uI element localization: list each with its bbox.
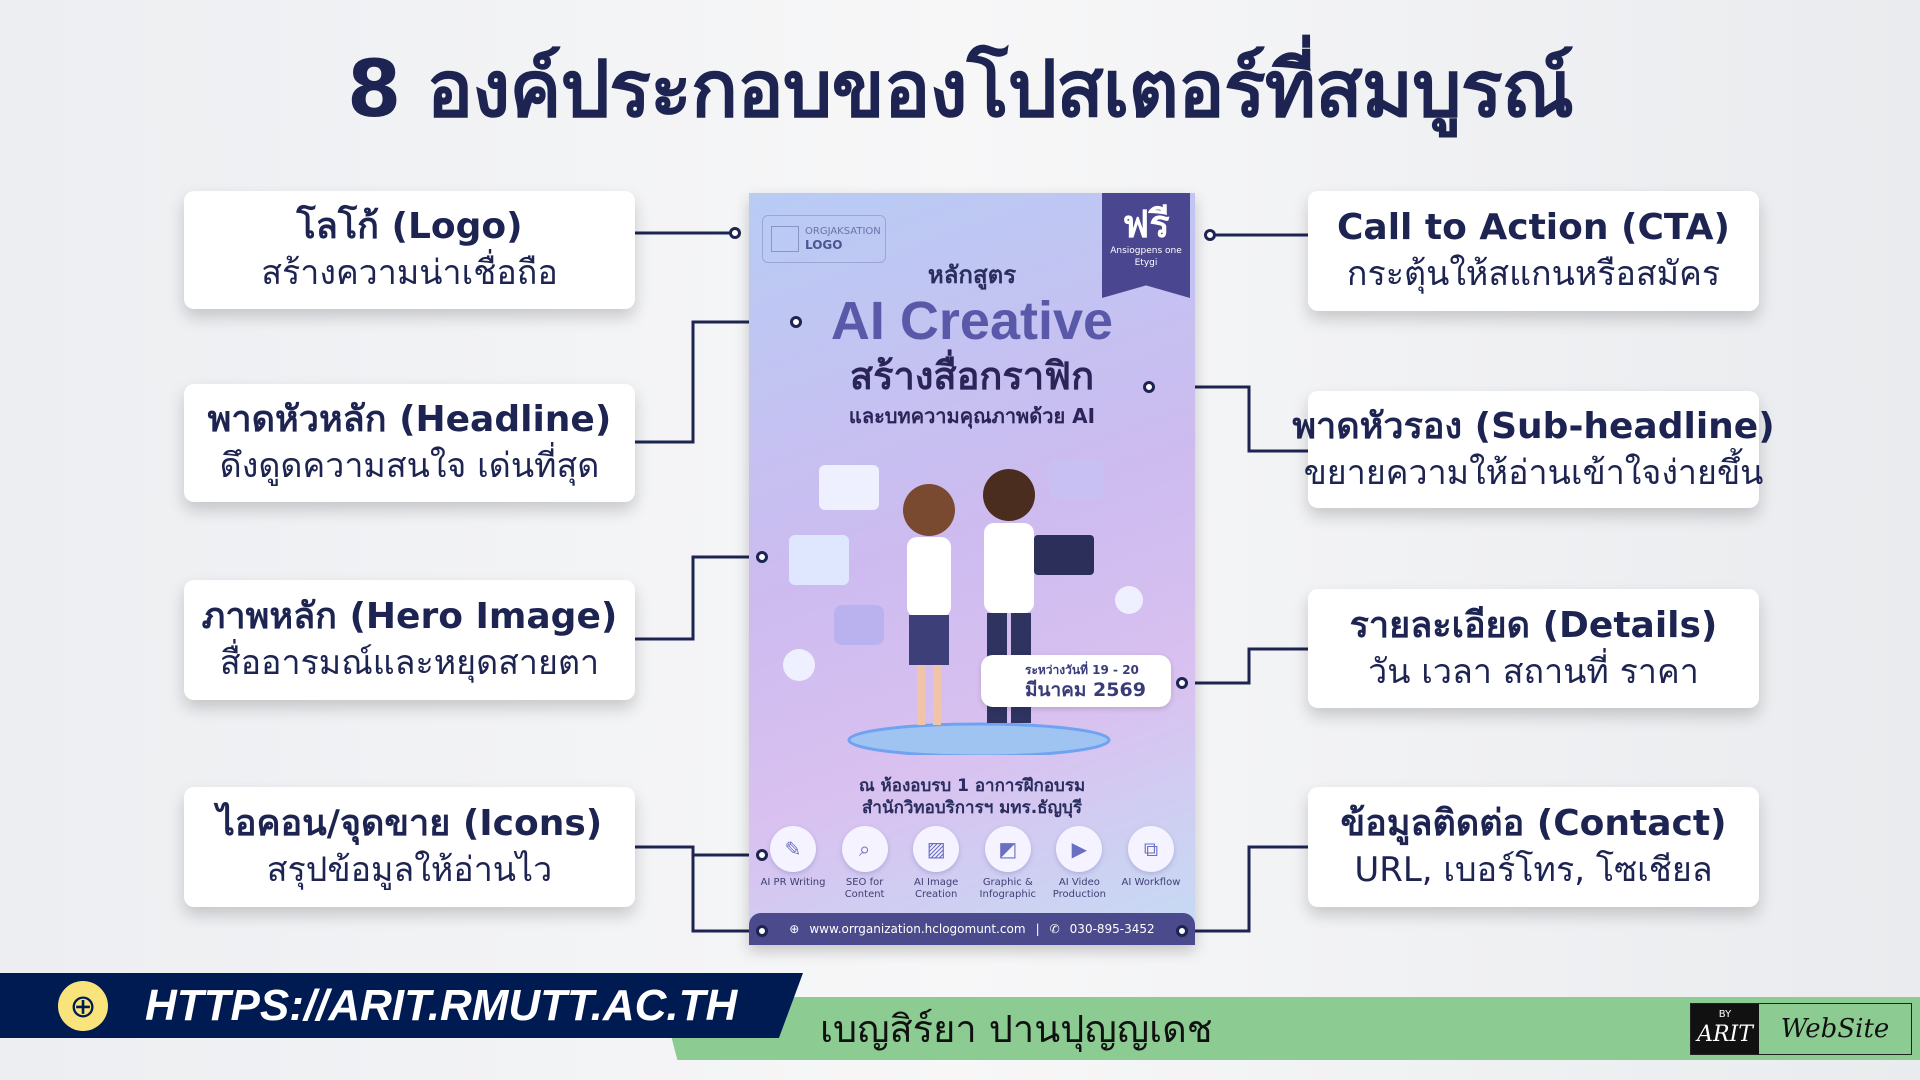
- poster-icon-item: ⧉ AI Workflow: [1117, 826, 1185, 901]
- poster-venue: ณ ห้องอบรบ 1 อาการฝึกอบรมสำนักวิทอบริการ…: [749, 775, 1195, 819]
- card-sub: สื่ออารมณ์และหยุดสายตา: [219, 643, 600, 683]
- card-subheadline: พาดหัวรอง (Sub-headline) ขยายความให้อ่าน…: [1292, 391, 1775, 508]
- icon-label: SEO for Content: [844, 877, 885, 900]
- card-contact: ข้อมูลติดต่อ (Contact) URL, เบอร์โทร, โซ…: [1308, 787, 1759, 907]
- image-icon: ▨: [913, 826, 960, 872]
- poster-icon-item: ✎ AI PR Writing: [759, 826, 827, 901]
- brand-arit: ARIT: [1697, 1022, 1753, 1047]
- poster-icon-row: ✎ AI PR Writing ⌕ SEO for Content ▨ AI Imag…: [759, 826, 1185, 901]
- card-hero-image: ภาพหลัก (Hero Image) สื่ออารมณ์และหยุดสา…: [184, 580, 635, 700]
- connector-headline: [634, 320, 796, 444]
- workflow-icon: ⧉: [1127, 826, 1174, 872]
- card-heading: ไอคอน/จุดขาย (Icons): [216, 803, 603, 844]
- card-details: รายละเอียด (Details) วัน เวลา สถานที่ รา…: [1308, 589, 1759, 708]
- chart-card: [819, 465, 879, 510]
- icon-label: AI Workflow: [1121, 877, 1181, 888]
- poster-headline: AI Creative: [830, 291, 1114, 351]
- code-bubble: [834, 605, 884, 645]
- date-line2: มีนาคม 2569: [1025, 679, 1146, 701]
- poster-headline2: สร้างสื่อกราฟิก: [849, 354, 1095, 398]
- connector-details: [1182, 647, 1308, 685]
- woman-skirt: [909, 615, 949, 665]
- connector-subheadline: [1149, 385, 1308, 453]
- woman-body: [907, 537, 951, 617]
- globe-icon: ⊕: [58, 981, 108, 1031]
- icon-label: AI Video Production: [1052, 877, 1106, 900]
- card-cta: Call to Action (CTA) กระตุ้นให้สแกนหรือส…: [1308, 191, 1759, 311]
- poster-phone: 030-895-3452: [1069, 922, 1155, 936]
- card-heading: พาดหัวหลัก (Headline): [207, 399, 612, 440]
- poster-icon-item: ⌕ SEO for Content: [831, 826, 899, 901]
- poster-website: www.orrganization.hclogomunt.com: [809, 922, 1026, 936]
- document-pen-icon: ✎: [770, 826, 816, 872]
- poster-subheadline: และบทความคุณภาพด้วย AI: [848, 404, 1096, 428]
- date-line1: ระหว่างวันที่ 19 - 20: [1025, 663, 1139, 677]
- magnifier-icon: ⌕: [841, 826, 888, 872]
- poster-icon-item: ▨ AI Image Creation: [902, 826, 970, 901]
- ribbon-text: ฟรี: [1122, 202, 1170, 246]
- venue-line2: สำนักวิทอบริการฯ มทร.ธัญบุรี: [862, 798, 1082, 818]
- divider: |: [1035, 922, 1040, 936]
- arit-website-logo: BY ARIT WebSite: [1690, 1003, 1912, 1055]
- connector-hero: [634, 555, 762, 641]
- card-headline: พาดหัวหลัก (Headline) ดึงดูดความสนใจ เด่…: [184, 384, 635, 502]
- poster-kicker: หลักสูตร: [927, 261, 1017, 289]
- card-sub: ดึงดูดความสนใจ เด่นที่สุด: [219, 446, 600, 486]
- site-url-link[interactable]: HTTPS://ARIT.RMUTT.AC.TH: [145, 981, 738, 1030]
- url-bar: ⊕ HTTPS://ARIT.RMUTT.AC.TH: [0, 973, 803, 1038]
- card-sub: กระตุ้นให้สแกนหรือสมัคร: [1346, 254, 1721, 294]
- date-badge: ระหว่างวันที่ 19 - 20 มีนาคม 2569: [981, 655, 1171, 707]
- laptop: [1034, 535, 1094, 575]
- card-sub: สร้างความน่าเชื่อถือ: [261, 253, 558, 293]
- chart-icon: ◩: [984, 826, 1031, 872]
- robot-right: [1115, 586, 1143, 614]
- card-heading: โลโก้ (Logo): [296, 206, 523, 247]
- platform: [847, 722, 1111, 755]
- man-head: [983, 469, 1035, 521]
- poster-icon-item: ◩ Graphic & Infographic: [974, 826, 1042, 901]
- card-heading: Call to Action (CTA): [1337, 207, 1730, 248]
- ribbon-sub: Ansiogpens one Etygi: [1110, 246, 1182, 268]
- card-heading: รายละเอียด (Details): [1349, 604, 1718, 646]
- card-icons: ไอคอน/จุดขาย (Icons) สรุปข้อมูลให้อ่านไว: [184, 787, 635, 907]
- card-logo: โลโก้ (Logo) สร้างความน่าเชื่อถือ: [184, 191, 635, 309]
- card-heading: ข้อมูลติดต่อ (Contact): [1340, 803, 1727, 844]
- video-icon: ▶: [1056, 826, 1103, 872]
- logo-top-text: ORGJAKSATION: [805, 226, 881, 237]
- image-card: [789, 535, 849, 585]
- woman-head: [903, 484, 955, 536]
- card-heading: พาดหัวรอง (Sub-headline): [1292, 405, 1775, 447]
- icon-label: AI PR Writing: [760, 877, 826, 888]
- page-title: 8 องค์ประกอบของโปสเตอร์ที่สมบูรณ์: [347, 45, 1574, 135]
- poster-icon-item: ▶ AI Video Production: [1045, 826, 1113, 901]
- poster-contact-bar: ⊕ www.orrganization.hclogomunt.com | ✆ 030-8…: [749, 913, 1195, 945]
- logo-bottom-text: LOGO: [805, 238, 843, 252]
- icon-label: Graphic & Infographic: [979, 877, 1037, 900]
- author-name: เบญสิร์ยา ปานปุญญเดช: [820, 1007, 1213, 1051]
- icon-label: AI Image Creation: [914, 877, 959, 900]
- brand-website: WebSite: [1780, 1014, 1890, 1044]
- brand-by: BY: [1718, 1009, 1732, 1020]
- free-ribbon: ฟรี Ansiogpens one Etygi: [1102, 193, 1190, 298]
- venue-line1: ณ ห้องอบรบ 1 อาการฝึกอบรม: [858, 776, 1086, 796]
- chat-bubble: [1049, 460, 1104, 500]
- card-sub: วัน เวลา สถานที่ ราคา: [1368, 651, 1699, 692]
- man-body: [984, 523, 1034, 613]
- connector-contact: [1182, 845, 1308, 933]
- robot-left: [783, 649, 815, 681]
- card-sub: ขยายความให้อ่านเข้าใจง่ายขึ้น: [1303, 452, 1764, 493]
- logo-placeholder-icon: [771, 226, 799, 252]
- phone-icon: ✆: [1049, 922, 1060, 936]
- card-sub: สรุปข้อมูลให้อ่านไว: [266, 850, 553, 890]
- globe-icon: ⊕: [789, 922, 800, 936]
- card-sub: URL, เบอร์โทร, โซเชียล: [1354, 850, 1713, 890]
- card-heading: ภาพหลัก (Hero Image): [201, 596, 618, 637]
